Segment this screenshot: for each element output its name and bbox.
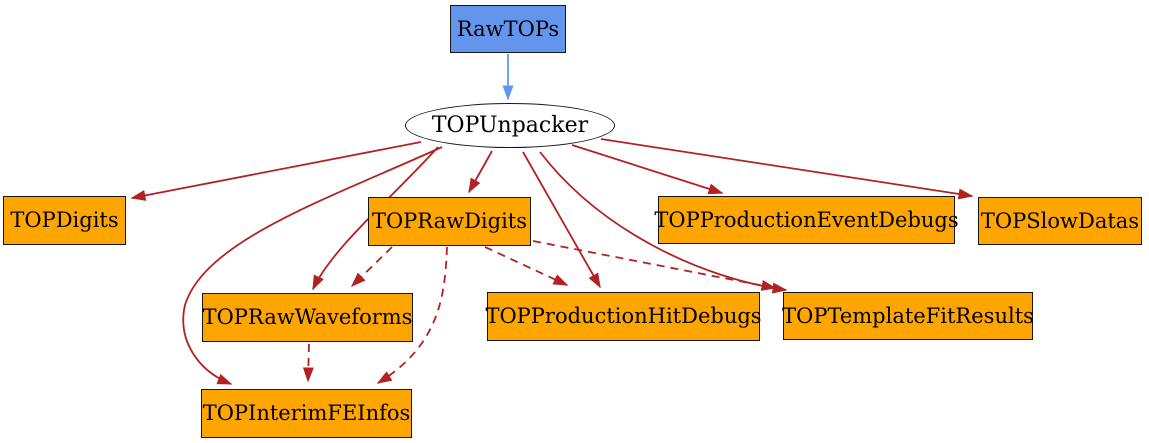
node-rawtops-label: RawTOPs bbox=[456, 16, 560, 41]
node-topdigits-label: TOPDigits bbox=[10, 208, 119, 232]
node-toprawwaveforms-label: TOPRawWaveforms bbox=[202, 305, 413, 329]
node-topslowdatas: TOPSlowDatas bbox=[978, 197, 1142, 245]
node-topproductioneventdebugs-label: TOPProductionEventDebugs bbox=[654, 207, 959, 232]
node-toprawdigits-label: TOPRawDigits bbox=[371, 209, 528, 233]
edge-topunpacker-to-toprawdigits bbox=[468, 150, 493, 194]
node-toptemplatefitresults: TOPTemplateFitResults bbox=[782, 292, 1034, 340]
node-topunpacker-label: TOPUnpacker bbox=[431, 112, 589, 138]
edge-topunpacker-to-topslowdatas bbox=[600, 138, 974, 200]
edge-topunpacker-to-topproductionhitdebugs bbox=[522, 151, 601, 289]
edge-toprawdigits-to-toptemplatefitresults bbox=[532, 240, 777, 291]
node-topinterimfeinfos-label: TOPInterimFEInfos bbox=[202, 401, 411, 425]
node-topproductionhitdebugs: TOPProductionHitDebugs bbox=[485, 292, 762, 341]
node-rawtops: RawTOPs bbox=[450, 5, 566, 53]
node-topproductionhitdebugs-label: TOPProductionHitDebugs bbox=[485, 304, 762, 328]
edge-topunpacker-to-topinterimfeinfos bbox=[182, 146, 443, 385]
node-toprawwaveforms: TOPRawWaveforms bbox=[202, 293, 413, 342]
node-topdigits: TOPDigits bbox=[3, 196, 126, 245]
edge-toprawwaveforms-to-topinterimfeinfos bbox=[302, 343, 314, 383]
edge-toprawdigits-to-topproductionhitdebugs bbox=[484, 246, 569, 286]
node-toprawdigits: TOPRawDigits bbox=[368, 197, 531, 246]
node-topinterimfeinfos: TOPInterimFEInfos bbox=[201, 389, 412, 438]
node-toptemplatefitresults-label: TOPTemplateFitResults bbox=[782, 303, 1034, 328]
node-topslowdatas-label: TOPSlowDatas bbox=[980, 208, 1140, 233]
edge-toprawdigits-to-toprawwaveforms bbox=[350, 246, 393, 288]
edge-topunpacker-to-topdigits bbox=[130, 141, 422, 201]
edge-topunpacker-to-topproductioneventdebugs bbox=[571, 144, 724, 195]
node-topunpacker: TOPUnpacker bbox=[405, 103, 615, 148]
node-topproductioneventdebugs: TOPProductionEventDebugs bbox=[654, 196, 959, 244]
